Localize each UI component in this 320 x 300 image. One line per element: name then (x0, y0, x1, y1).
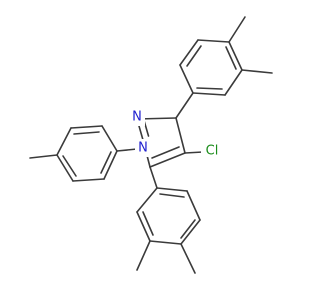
atom-label-layer: N N Cl (129, 108, 223, 160)
ring1-b2 (179, 39, 199, 66)
ring2-d2 (62, 155, 77, 177)
ring3-b3 (149, 240, 182, 245)
atom-n2: N (129, 108, 145, 126)
ring3-b5 (186, 190, 201, 221)
ring2-d3 (100, 151, 112, 174)
ring2-b2 (70, 125, 103, 129)
ring3-b1 (136, 187, 158, 213)
ring1-methyl-b (241, 69, 273, 74)
bond-n1-tolyl (116, 148, 138, 152)
bond-c5-aryl3 (149, 166, 158, 189)
ring1-d1 (186, 45, 202, 67)
ring2-b6 (103, 150, 118, 180)
ring2-b3 (56, 127, 72, 156)
atom-cl: Cl (201, 142, 223, 160)
ring3-d3 (159, 193, 185, 198)
ring2-d1 (73, 131, 100, 135)
ring3-d2 (180, 219, 196, 239)
ring3-methyl-b (180, 243, 196, 274)
bond-c3-c4 (175, 117, 186, 154)
ring1-b6 (192, 92, 226, 96)
ring1-b4 (228, 41, 243, 71)
atom-n1: N (135, 139, 151, 157)
bond-c4-c5-double (151, 146, 180, 159)
ring1-b3 (197, 39, 230, 43)
ring2-b1 (101, 125, 118, 152)
ring3-b2 (136, 211, 151, 242)
ring3-d1 (142, 211, 154, 236)
ring3-b4 (180, 219, 201, 245)
ring2-b5 (72, 178, 105, 182)
ring3-methyl-a (136, 240, 151, 271)
ring1-b1 (179, 64, 194, 94)
ring1-b5 (224, 69, 243, 96)
atom-label-n1: N (138, 141, 148, 156)
ring2-methyl (29, 154, 58, 159)
bond-c3-aryl1 (175, 92, 194, 119)
ring1-d2 (225, 46, 237, 70)
ring1-methyl-a (228, 16, 246, 43)
bond-c4-c5 (149, 152, 186, 168)
ring2-b4 (56, 154, 74, 182)
atom-label-cl: Cl (206, 144, 219, 159)
structure-diagram: N N Cl (29, 16, 273, 274)
ring3-b6 (156, 187, 188, 192)
bond-layer (29, 16, 273, 274)
atom-label-n2: N (132, 110, 142, 125)
bond-c4-cl (184, 151, 204, 154)
molecule-canvas: N N Cl (29, 16, 273, 274)
ring1-d3 (196, 87, 223, 90)
